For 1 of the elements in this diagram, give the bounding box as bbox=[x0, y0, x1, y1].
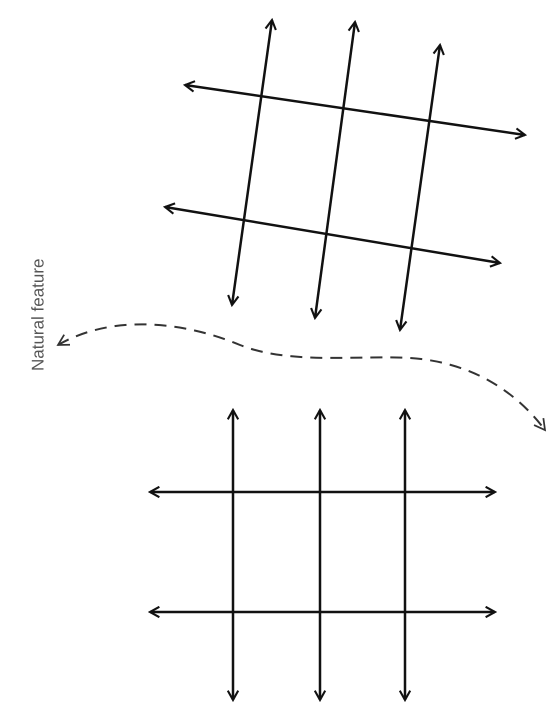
feature-label: Natural feature bbox=[27, 258, 48, 373]
